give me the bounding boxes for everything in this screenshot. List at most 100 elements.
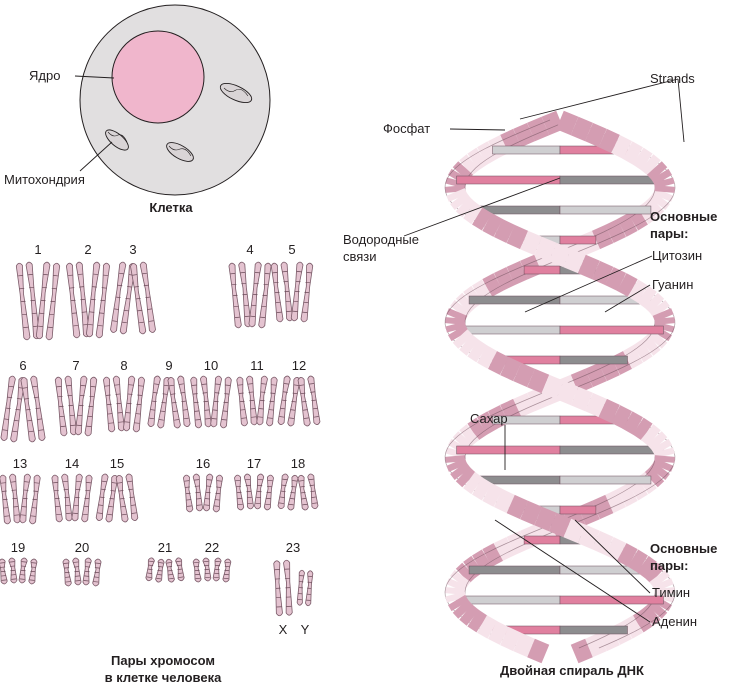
thymine-leader bbox=[574, 519, 651, 594]
strand-2-segment bbox=[636, 555, 657, 579]
strand-2-segment bbox=[450, 461, 471, 481]
strand-1-segment bbox=[651, 438, 673, 456]
strand-2-segment bbox=[632, 339, 653, 363]
strand-1-segment bbox=[487, 351, 509, 375]
strand-1-segment bbox=[584, 122, 607, 148]
sex-chromosome-x-label: X bbox=[279, 622, 288, 637]
base-right bbox=[559, 235, 597, 245]
strand-1-segment bbox=[513, 362, 536, 388]
pair-number-18: 18 bbox=[291, 456, 305, 471]
pair-number-12: 12 bbox=[292, 358, 306, 373]
strand-2-segment bbox=[472, 477, 493, 501]
strand-1-segment bbox=[445, 317, 466, 325]
cell-illustration: Ядро Митохондрия Клетка bbox=[4, 4, 271, 215]
strand-1-segment bbox=[450, 299, 471, 319]
strand-2-segment bbox=[563, 518, 586, 544]
hydrogen-bonds-leader bbox=[403, 177, 561, 237]
strand-1-segment bbox=[627, 477, 648, 501]
strand-2-segment bbox=[477, 411, 498, 435]
base-pairs-bottom-label-line2: пары: bbox=[650, 558, 688, 573]
nucleus bbox=[111, 30, 205, 124]
strand-2-segment bbox=[446, 458, 468, 472]
strand-2-segment bbox=[472, 207, 493, 231]
nucleus-leader bbox=[74, 75, 115, 79]
base-left bbox=[456, 595, 561, 605]
strand-2-segment bbox=[654, 587, 675, 595]
dna-title: Двойная спираль ДНК bbox=[500, 663, 644, 678]
strand-2-segment bbox=[604, 536, 627, 562]
strand-1-segment bbox=[654, 455, 675, 463]
strand-1-segment bbox=[598, 128, 620, 154]
strand-1-segment bbox=[652, 458, 674, 472]
mitochondrion-1 bbox=[219, 82, 253, 104]
strand-2-segment bbox=[482, 213, 503, 237]
strand-2-segment bbox=[450, 191, 471, 211]
chromosome-18a bbox=[277, 473, 299, 511]
chromosome-16a bbox=[182, 473, 204, 513]
karyotype-title-line2: в клетке человека bbox=[105, 670, 222, 685]
strand-1-segment bbox=[617, 483, 638, 507]
strand-2-segment bbox=[548, 512, 572, 538]
strand-2-segment bbox=[534, 506, 557, 532]
base-left bbox=[456, 175, 561, 185]
chromosome-x bbox=[273, 559, 293, 617]
strand-1-segment bbox=[604, 218, 627, 244]
chromosome-19b bbox=[18, 557, 38, 585]
strand-1-segment bbox=[447, 594, 469, 612]
mitochondrion-3 bbox=[166, 142, 194, 162]
strand-2-segment bbox=[644, 292, 665, 314]
pair-number-19: 19 bbox=[11, 540, 25, 555]
pair-number-10: 10 bbox=[204, 358, 218, 373]
pair-number-15: 15 bbox=[110, 456, 124, 471]
adenine-label: Аденин bbox=[652, 614, 697, 629]
chromosome-y bbox=[296, 569, 314, 607]
strand-2-segment bbox=[577, 254, 600, 280]
strand-2-segment bbox=[459, 154, 480, 176]
strand-2-segment bbox=[452, 431, 474, 451]
strand-1-segment bbox=[591, 224, 614, 250]
strand-2-segment bbox=[622, 615, 643, 639]
strand-2-segment bbox=[513, 392, 536, 418]
mitochondria-label: Митохондрия bbox=[4, 172, 85, 187]
strand-1-segment bbox=[649, 191, 670, 211]
strand-1-segment bbox=[500, 356, 522, 382]
strand-1-segment bbox=[445, 321, 467, 333]
hydrogen-bonds-label-line2: связи bbox=[343, 249, 377, 264]
strand-2-segment bbox=[527, 386, 550, 412]
strand-2-segment bbox=[482, 483, 503, 507]
pair-number-22: 22 bbox=[205, 540, 219, 555]
base-right bbox=[559, 475, 652, 485]
pair-number-13: 13 bbox=[13, 456, 27, 471]
pair-number-5: 5 bbox=[288, 242, 295, 257]
pair-number-3: 3 bbox=[129, 242, 136, 257]
base-left bbox=[456, 325, 561, 335]
chromosome-20a bbox=[62, 557, 82, 587]
chromosome-9a bbox=[147, 375, 171, 429]
strand-1-segment bbox=[644, 466, 665, 488]
base-right bbox=[559, 445, 664, 455]
strand-2-segment bbox=[646, 329, 668, 349]
chromosome-10a bbox=[190, 375, 212, 429]
strand-2-segment bbox=[636, 285, 657, 309]
chromosome-11a bbox=[236, 375, 258, 427]
thymine-label: Тимин bbox=[652, 585, 690, 600]
base-left bbox=[456, 445, 561, 455]
pair-number-7: 7 bbox=[72, 358, 79, 373]
strand-1-segment bbox=[653, 177, 675, 189]
base-right bbox=[559, 325, 664, 335]
mitochondrion-2 bbox=[105, 129, 129, 151]
strand-2-segment bbox=[459, 424, 480, 446]
strand-2-segment bbox=[446, 188, 468, 202]
strand-1-segment bbox=[467, 339, 488, 363]
helix-front-strand bbox=[445, 110, 675, 664]
base-right bbox=[559, 625, 628, 635]
chromosome-13b bbox=[19, 473, 41, 525]
strand-1-segment bbox=[477, 615, 498, 639]
strand-2-segment bbox=[652, 308, 674, 322]
strand-2-segment bbox=[493, 218, 516, 244]
strand-1-segment bbox=[591, 494, 614, 520]
strand-2-segment bbox=[463, 471, 484, 495]
strand-2-segment bbox=[477, 141, 498, 165]
sugar-label: Сахар bbox=[470, 411, 508, 426]
